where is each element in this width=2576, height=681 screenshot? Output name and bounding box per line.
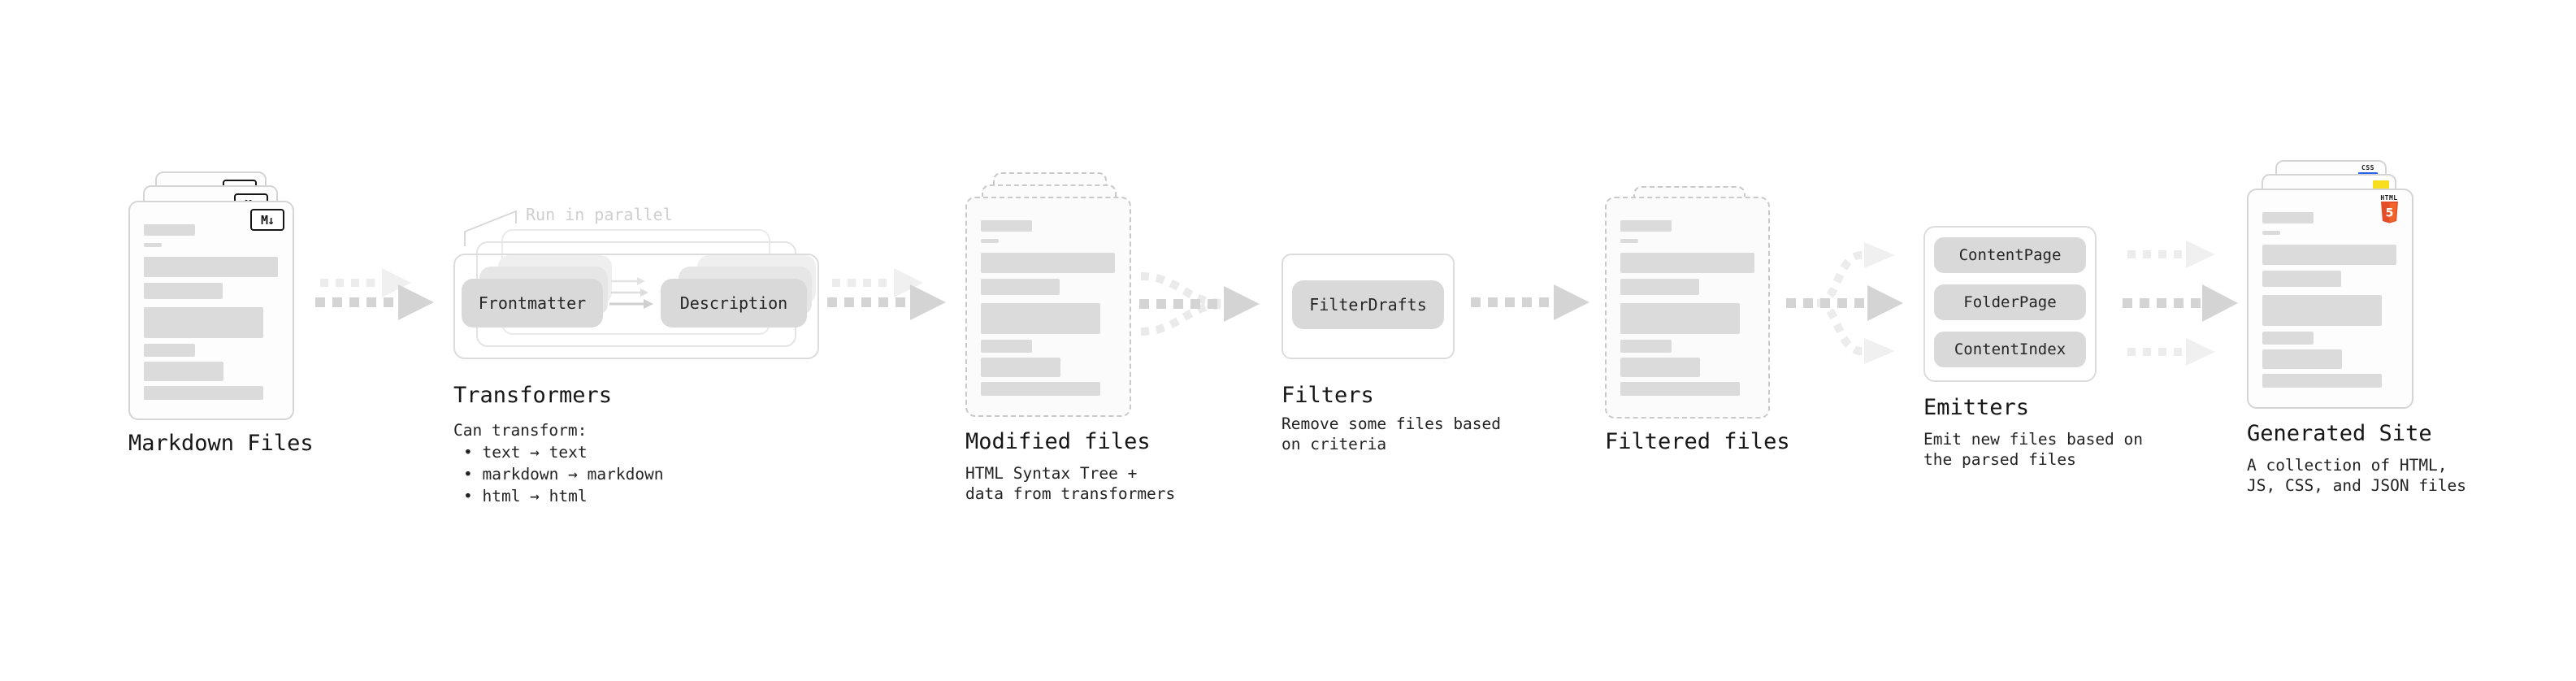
placeholder-bar: [144, 243, 162, 247]
emitters-container: [1923, 226, 2097, 382]
description-line: JS, CSS, and JSON files: [2247, 476, 2467, 495]
placeholder-bar: [144, 307, 263, 338]
arrow-transformers-to-modified: [827, 268, 946, 320]
description-line: Emit new files based on: [1923, 430, 2144, 449]
stage-title-generated-site: Generated Site: [2247, 421, 2432, 446]
transformer-flow-arrows: [609, 277, 653, 309]
placeholder-bar: [981, 253, 1115, 273]
placeholder-bar: [144, 257, 278, 277]
stage-title-transformers: Transformers: [453, 383, 613, 408]
placeholder-bar: [144, 344, 195, 357]
description-bullet: • markdown → markdown: [463, 465, 664, 484]
filtered-file-card: [1605, 197, 1770, 419]
arrows-emitters-to-generated: [2123, 241, 2238, 366]
description-line: on criteria: [1281, 435, 1387, 453]
arrow-ghost: [832, 268, 923, 297]
placeholder-bar: [1620, 279, 1699, 295]
description-bullet: • text → text: [463, 443, 588, 462]
arrow-main: [315, 284, 434, 320]
placeholder-bar: [981, 358, 1060, 377]
placeholder-bar: [144, 386, 263, 400]
placeholder-bar: [2262, 231, 2280, 235]
svg-text:5: 5: [2385, 207, 2393, 220]
contentpage-pill: ContentPage: [1934, 237, 2086, 273]
stage-title-emitters: Emitters: [1923, 395, 2030, 420]
annotation-connector-line: [464, 210, 517, 246]
arrow-main: [827, 284, 946, 320]
arrow-filters-to-filtered: [1471, 284, 1589, 320]
filterdrafts-pill: FilterDrafts: [1292, 280, 1444, 329]
placeholder-bar: [981, 239, 999, 243]
description-bullet: • html → html: [463, 487, 588, 505]
placeholder-bar: [2262, 245, 2396, 265]
document-placeholder-lines: [1620, 220, 1757, 396]
placeholder-bar: [1620, 220, 1672, 232]
placeholder-bar: [1620, 340, 1672, 353]
description-line: HTML Syntax Tree +: [965, 464, 1138, 483]
contentindex-pill: ContentIndex: [1934, 332, 2086, 367]
placeholder-bar: [981, 340, 1032, 353]
html5-shield: 5: [2380, 202, 2398, 223]
placeholder-bar: [2262, 332, 2314, 345]
placeholder-bar: [2262, 212, 2314, 223]
placeholder-bar: [981, 220, 1032, 232]
placeholder-bar: [2262, 271, 2341, 287]
placeholder-bar: [2262, 374, 2382, 388]
document-placeholder-lines: [144, 224, 281, 400]
placeholder-bar: [981, 382, 1100, 396]
arrow-filtered-to-emitters-split: [1786, 242, 1903, 364]
document-placeholder-lines: [981, 220, 1118, 396]
markdown-file-icon: M↓: [250, 209, 284, 231]
placeholder-bar: [144, 362, 223, 381]
description-line: the parsed files: [1923, 450, 2076, 469]
frontmatter-pill: Frontmatter: [462, 279, 603, 327]
modified-files-description: HTML Syntax Tree + data from transformer…: [965, 463, 1175, 504]
stage-title-filters: Filters: [1281, 383, 1374, 408]
modified-file-card: [965, 197, 1131, 417]
placeholder-bar: [1620, 358, 1700, 377]
placeholder-bar: [2262, 349, 2342, 369]
stage-title-markdown-files: Markdown Files: [128, 431, 314, 456]
run-in-parallel-note: Run in parallel: [526, 205, 673, 224]
stage-title-filtered-files: Filtered files: [1605, 429, 1790, 454]
arrow-markdown-to-transformers: [315, 268, 434, 320]
markdown-file-card: M↓: [128, 201, 294, 420]
placeholder-bar: [144, 224, 195, 236]
transformer-lane-front: [453, 254, 819, 359]
generated-html-file-card: HTML 5: [2247, 189, 2413, 409]
placeholder-bar: [981, 279, 1060, 295]
placeholder-bar: [2262, 295, 2382, 326]
placeholder-bar: [144, 283, 223, 299]
filters-container: [1281, 254, 1455, 359]
description-pill: Description: [661, 279, 807, 327]
placeholder-bar: [1620, 253, 1754, 273]
filters-description: Remove some files based on criteria: [1281, 414, 1501, 454]
description-line: Can transform:: [453, 421, 588, 440]
generated-site-description: A collection of HTML, JS, CSS, and JSON …: [2247, 455, 2466, 496]
stage-title-modified-files: Modified files: [965, 429, 1151, 454]
document-placeholder-lines: [2262, 212, 2400, 388]
arrow-modified-to-filters-merge: [1139, 272, 1260, 336]
placeholder-bar: [981, 303, 1100, 334]
transformers-description: Can transform: • text → text • markdown …: [453, 419, 664, 507]
description-line: Remove some files based: [1281, 414, 1502, 433]
placeholder-bar: [1620, 239, 1638, 243]
emitters-description: Emit new files based on the parsed files: [1923, 429, 2143, 470]
html5-icon: HTML 5: [2379, 194, 2400, 223]
description-line: A collection of HTML,: [2247, 456, 2448, 475]
placeholder-bar: [1620, 382, 1740, 396]
placeholder-bar: [1620, 303, 1740, 334]
description-line: data from transformers: [965, 484, 1176, 503]
arrow-ghost: [320, 268, 411, 297]
folderpage-pill: FolderPage: [1934, 284, 2086, 320]
